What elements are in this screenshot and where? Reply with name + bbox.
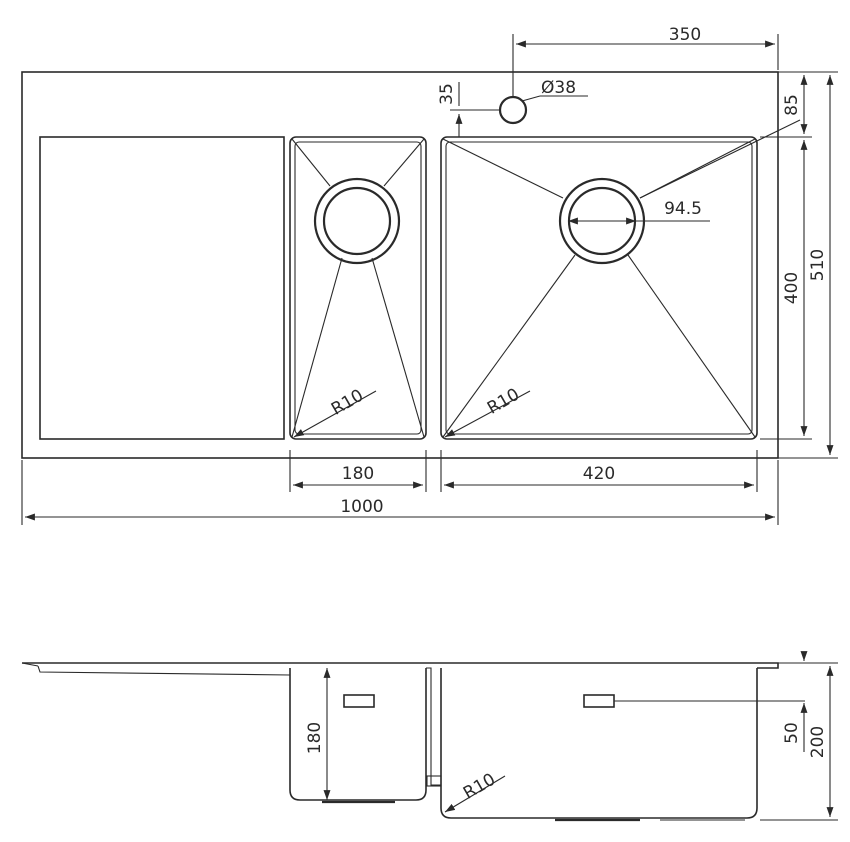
small-bowl-profile — [289, 668, 427, 801]
dim-total-width: 1000 — [340, 497, 383, 517]
dim-side-radius: R10 — [460, 770, 499, 804]
dim-total-height: 200 — [808, 726, 828, 758]
dim-radius-large: R10 — [484, 385, 523, 419]
dim-large-bowl-width: 420 — [583, 464, 615, 484]
large-bowl-profile — [440, 668, 758, 819]
dim-bowl-depth: 400 — [782, 272, 802, 304]
dim-tap-diameter: Ø38 — [541, 78, 576, 98]
small-overflow — [343, 694, 375, 708]
large-overflow — [583, 694, 615, 708]
dim-small-bowl-width: 180 — [342, 464, 374, 484]
dim-drain-diameter: 94.5 — [664, 199, 702, 219]
top-view: 350 35 Ø38 94.5 85 400 510 R10 — [21, 25, 838, 525]
dim-tap-edge: 35 — [437, 83, 457, 105]
dim-total-depth: 510 — [808, 249, 828, 281]
dim-tap-offset: 350 — [669, 25, 701, 45]
sink-outline — [21, 71, 779, 459]
large-bowl — [440, 136, 758, 440]
dim-back-margin: 85 — [782, 94, 802, 116]
drainboard — [39, 136, 285, 440]
dim-small-bowl-height: 180 — [305, 722, 325, 754]
small-drain-outer — [313, 177, 401, 265]
small-bowl — [289, 136, 427, 440]
side-view: 180 R10 50 200 — [21, 651, 838, 822]
small-drain-inner — [322, 186, 392, 256]
dim-overflow-height: 50 — [782, 722, 802, 744]
